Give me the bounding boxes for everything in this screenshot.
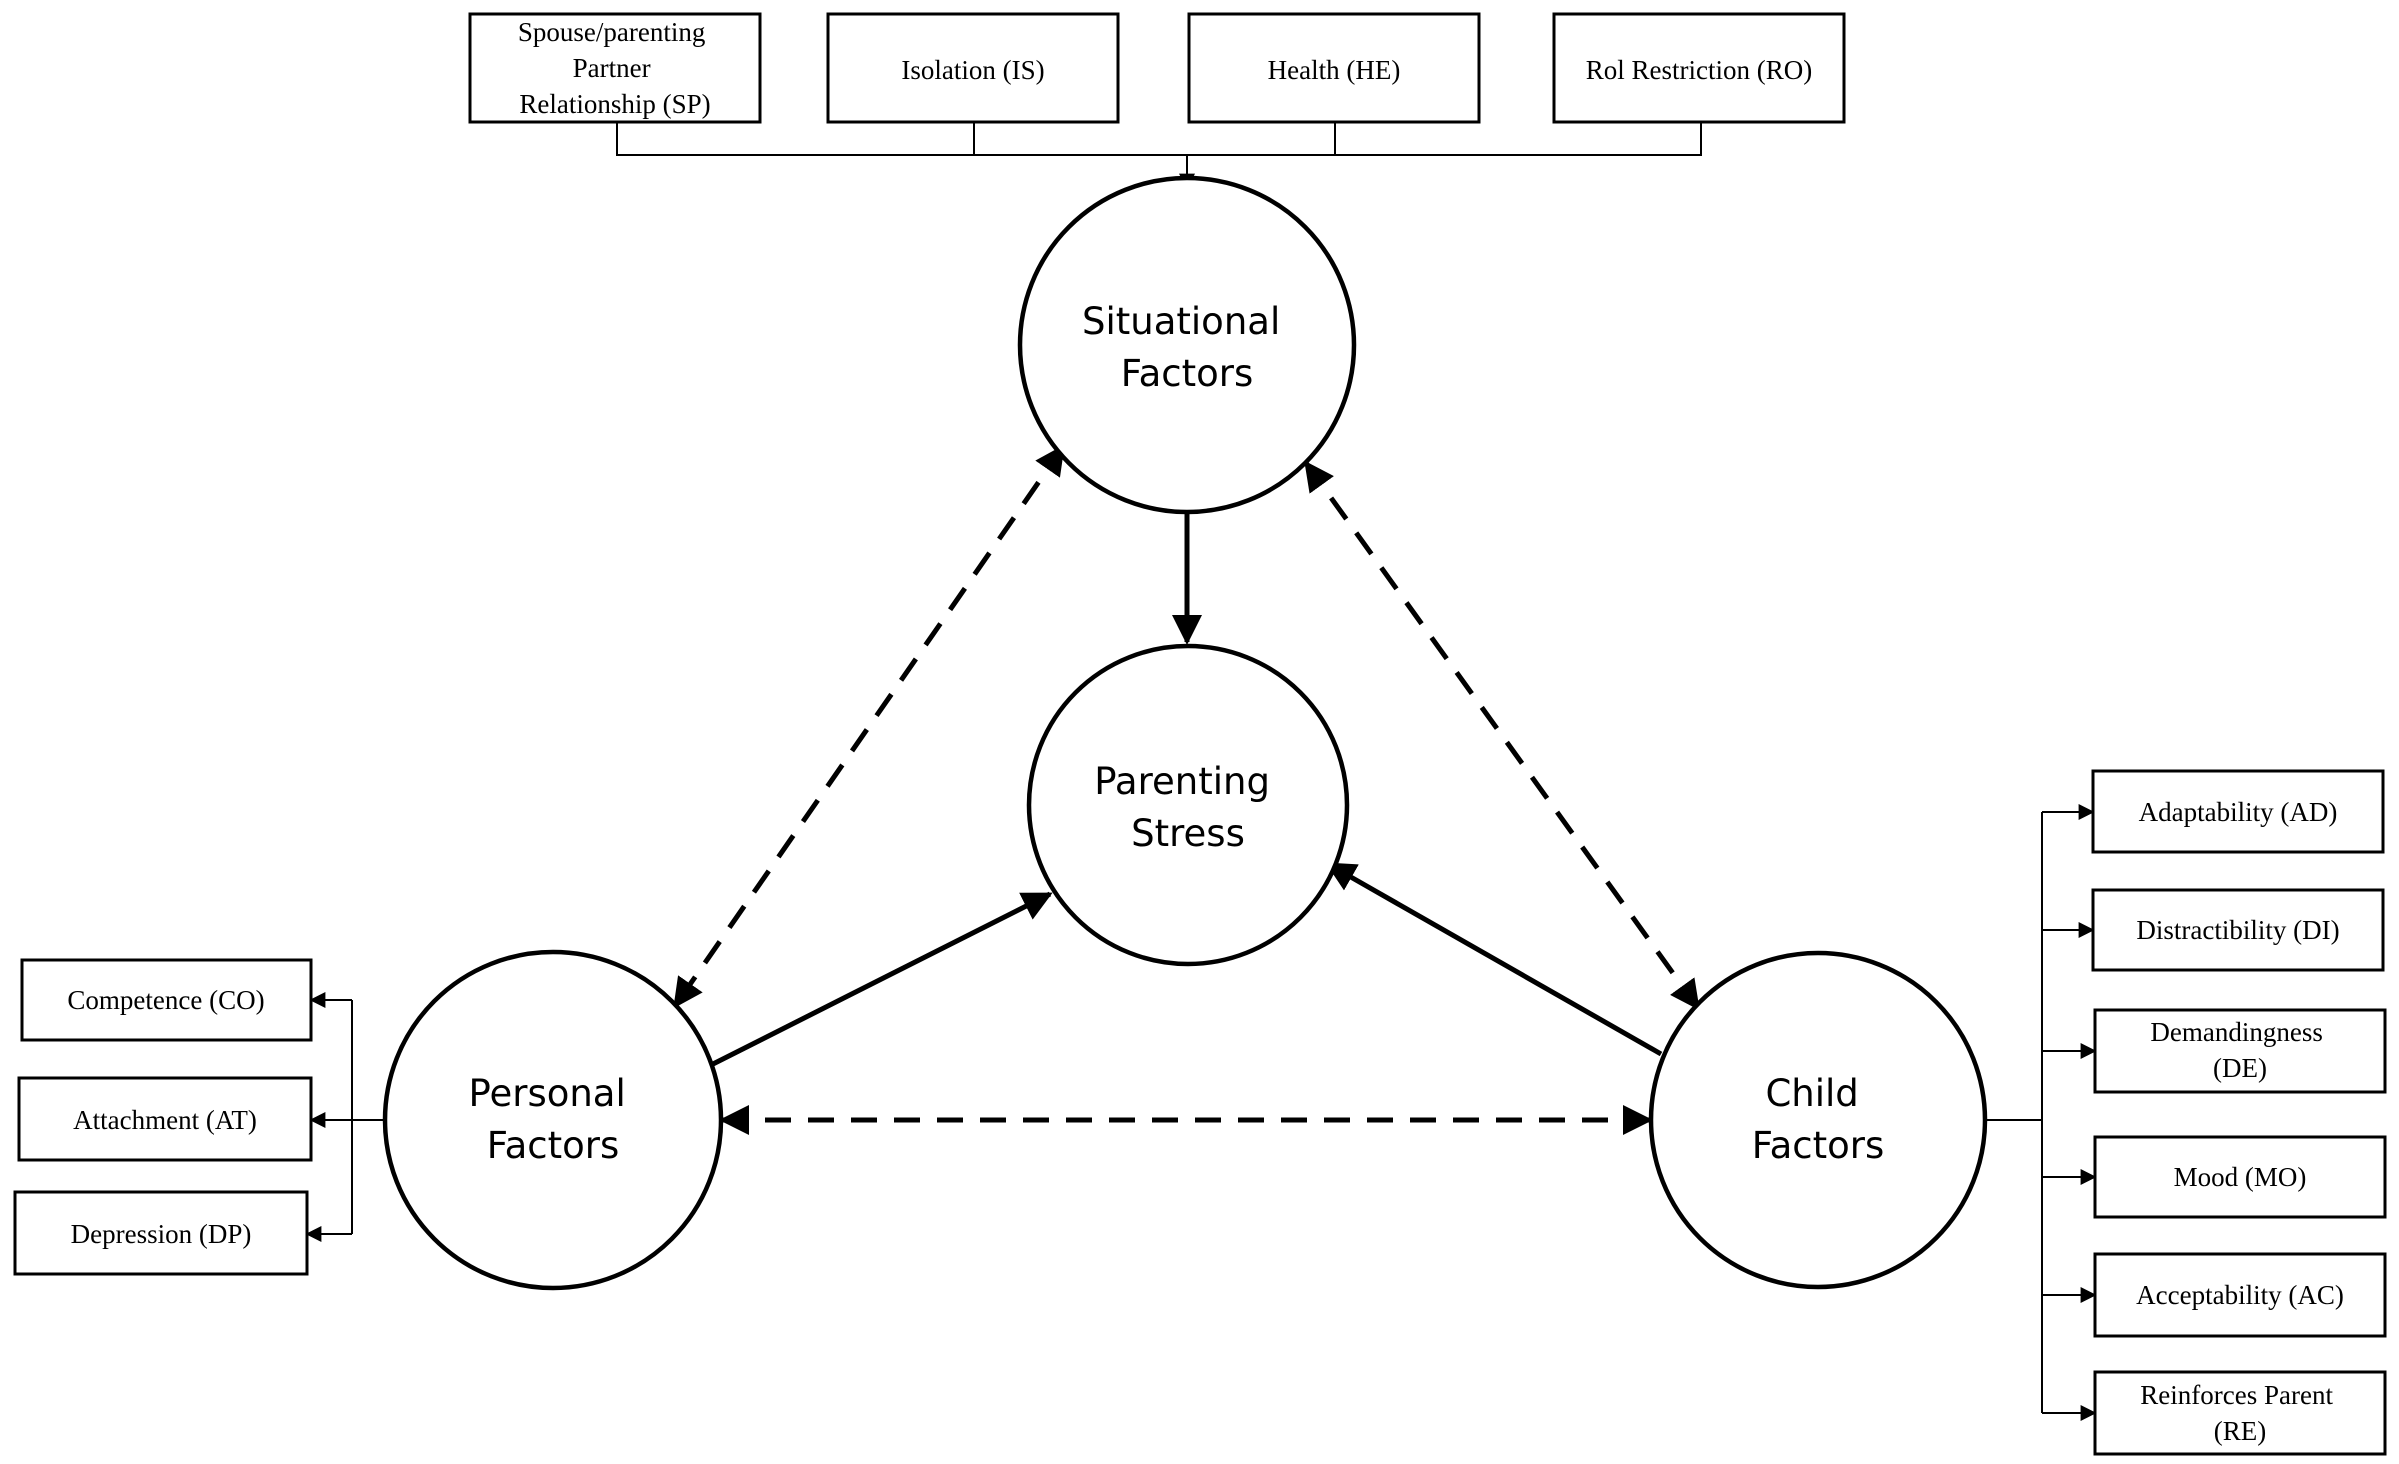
svg-text:Situational Factors: Situational Factors <box>1082 300 1292 395</box>
relationship-arrows <box>672 444 1701 1135</box>
node-child-factors: Child Factors <box>1648 950 1988 1290</box>
personal-connector <box>305 992 385 1242</box>
child-box-label: Demandingness (DE) <box>2150 1017 2329 1083</box>
situational-box-ro: Rol Restriction (RO) <box>1552 12 1846 124</box>
child-box-label: Distractibility (DI) <box>2136 915 2339 945</box>
arrow-situational-personal <box>672 444 1066 1009</box>
child-box-label: Reinforces Parent (RE) <box>2140 1380 2339 1446</box>
svg-text:Parenting Stress: Parenting Stress <box>1094 760 1281 855</box>
child-box-ac: Acceptability (AC) <box>2093 1252 2387 1338</box>
child-box-label: Acceptability (AC) <box>2136 1280 2344 1310</box>
situational-box-label: Health (HE) <box>1268 55 1401 85</box>
situational-box-sp: Spouse/parenting Partner Relationship (S… <box>468 12 762 124</box>
situational-box-is: Isolation (IS) <box>826 12 1120 124</box>
child-box-ad: Adaptability (AD) <box>2091 769 2385 854</box>
child-box-label: Adaptability (AD) <box>2139 797 2338 827</box>
child-box-label: Mood (MO) <box>2174 1162 2307 1192</box>
personal-box-co: Competence (CO) <box>20 958 313 1042</box>
situational-box-he: Health (HE) <box>1187 12 1481 124</box>
node-parenting-stress: Parenting Stress <box>1026 643 1350 967</box>
arrow-child-to-stress <box>1325 861 1663 1057</box>
child-box-di: Distractibility (DI) <box>2091 888 2385 972</box>
svg-text:Personal Factors: Personal Factors <box>468 1072 637 1167</box>
child-connector <box>1985 804 2097 1421</box>
situational-box-label: Spouse/parenting Partner Relationship (S… <box>518 17 712 119</box>
personal-box-label: Depression (DP) <box>71 1219 252 1249</box>
svg-text:Child Factors: Child Factors <box>1752 1072 1885 1167</box>
personal-box-dp: Depression (DP) <box>13 1190 309 1276</box>
child-box-de: Demandingness (DE) <box>2093 1008 2387 1094</box>
situational-box-label: Isolation (IS) <box>901 55 1044 85</box>
personal-box-label: Competence (CO) <box>67 985 264 1015</box>
situational-box-label: Rol Restriction (RO) <box>1586 55 1812 85</box>
child-box-mo: Mood (MO) <box>2093 1135 2387 1219</box>
arrow-personal-to-stress <box>711 891 1053 1067</box>
personal-box-at: Attachment (AT) <box>17 1076 313 1162</box>
node-situational-factors: Situational Factors <box>1017 175 1357 515</box>
arrow-situational-child <box>1303 460 1701 1011</box>
child-box-re: Reinforces Parent (RE) <box>2093 1370 2387 1456</box>
personal-box-label: Attachment (AT) <box>73 1105 257 1135</box>
node-personal-factors: Personal Factors <box>382 949 724 1291</box>
